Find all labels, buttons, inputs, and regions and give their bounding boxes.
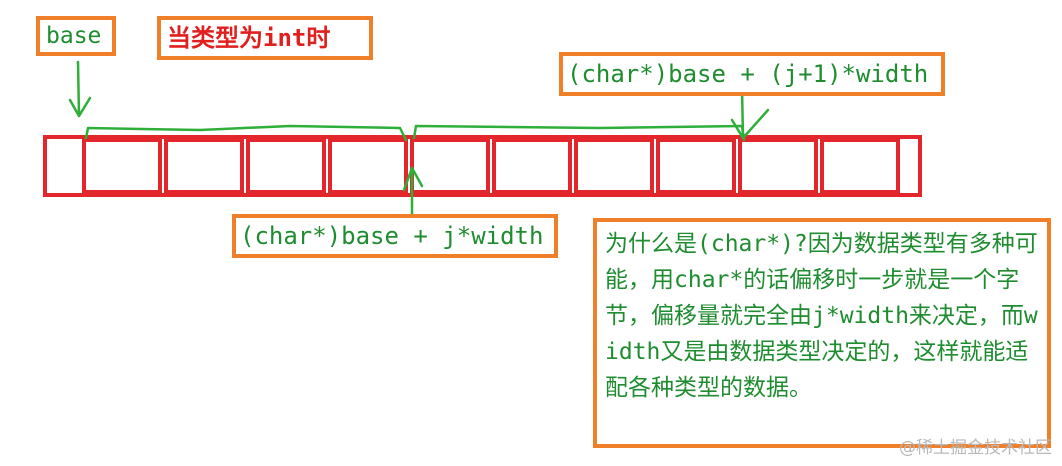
arrow-up-j: [402, 166, 424, 216]
int-cell: [328, 138, 408, 194]
int-type-label: 当类型为int时: [157, 16, 373, 60]
memory-cells: [43, 135, 922, 197]
int-cell: [738, 138, 818, 194]
explanation-note: 为什么是(char*)?因为数据类型有多种可能，用char*的话偏移时一步就是一…: [593, 218, 1051, 448]
bracket-first-int-region: [84, 124, 408, 142]
arrow-down-j1: [730, 86, 770, 140]
green-annotations: [68, 60, 770, 216]
watermark: @稀土掘金技术社区: [899, 438, 1052, 458]
int-cell: [164, 138, 244, 194]
int-cell: [410, 138, 490, 194]
int-cell: [656, 138, 736, 194]
memory-strip: [43, 135, 922, 197]
int-cell: [492, 138, 572, 194]
offset-j-plus-1-label: (char*)base + (j+1)*width: [559, 52, 945, 96]
base-label: base: [36, 16, 116, 56]
arrow-down-base: [68, 60, 92, 118]
int-cell: [246, 138, 326, 194]
int-cell: [820, 138, 900, 194]
int-cell: [574, 138, 654, 194]
int-cell: [82, 138, 162, 194]
offset-j-label: (char*)base + j*width: [232, 214, 558, 258]
